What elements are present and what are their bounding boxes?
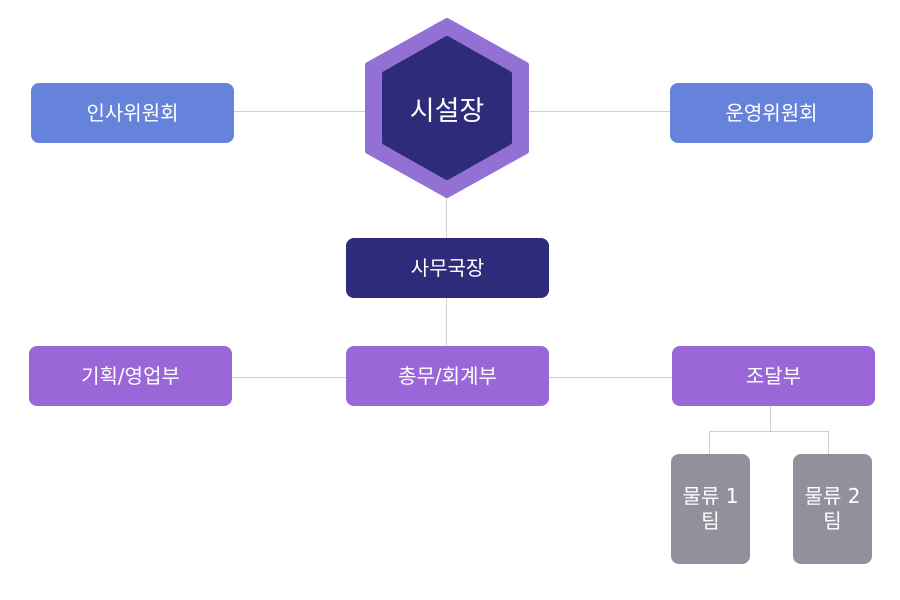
connector-teams-horizontal (709, 431, 829, 432)
connector-planning-general-affairs (231, 377, 346, 378)
secretary-general: 사무국장 (346, 238, 549, 298)
connector-head-left-committee (233, 111, 373, 112)
dept-planning-sales: 기획/영업부 (29, 346, 232, 406)
connector-head-right-committee (523, 111, 670, 112)
team-logistics-1: 물류 1팀 (671, 454, 750, 564)
connector-general-affairs-procurement (548, 377, 672, 378)
committee-hr: 인사위원회 (31, 83, 234, 143)
dept-procurement: 조달부 (672, 346, 875, 406)
connector-secretary-general-affairs (446, 297, 447, 346)
head-label: 시설장 (409, 95, 485, 127)
committee-operations: 운영위원회 (670, 83, 873, 143)
head-node: 시설장 (364, 18, 530, 198)
team-logistics-2: 물류 2팀 (793, 454, 872, 564)
connector-head-secretary (446, 195, 447, 238)
connector-team-1-drop (709, 431, 710, 455)
dept-general-affairs: 총무/회계부 (346, 346, 549, 406)
head-hexagon-shape (365, 18, 529, 198)
connector-procurement-down (770, 405, 771, 432)
connector-team-2-drop (828, 431, 829, 455)
